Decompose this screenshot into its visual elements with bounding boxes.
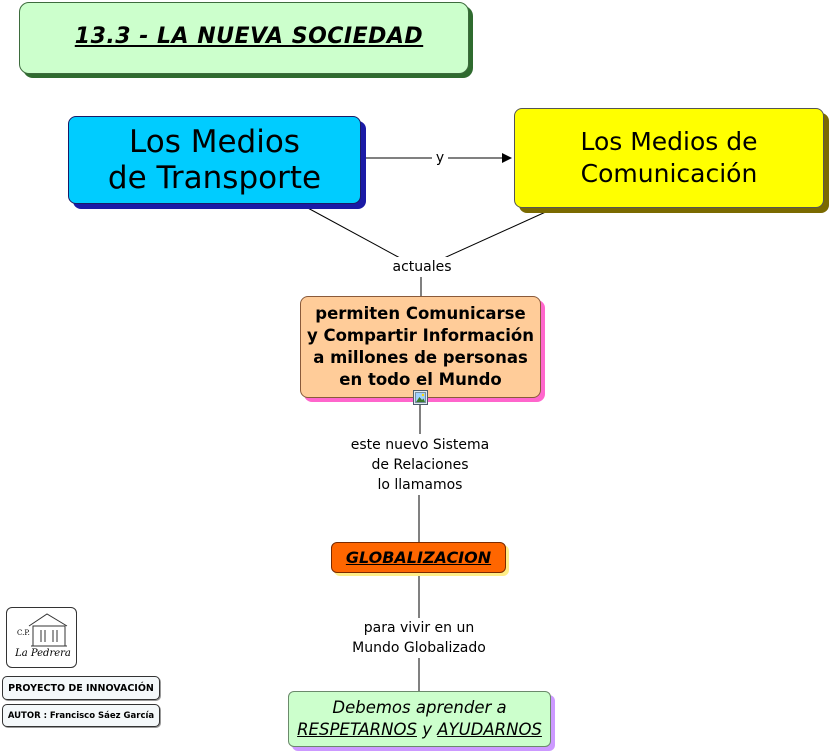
link-phrase-sistema-line2: de Relaciones — [371, 457, 469, 473]
link-phrase-vivir-line2: Mundo Globalizado — [352, 640, 486, 656]
concept-transporte-line2: de Transporte — [107, 160, 322, 196]
page-title: 13.3 - LA NUEVA SOCIEDAD — [74, 23, 424, 49]
school-building-icon — [28, 613, 68, 647]
concept-comunicacion[interactable]: Los Medios de Comunicación — [514, 108, 824, 208]
concept-permiten[interactable]: permiten Comunicarse y Compartir Informa… — [300, 296, 541, 398]
image-resource-icon[interactable] — [413, 390, 428, 405]
concept-comunicacion-line1: Los Medios de — [580, 127, 758, 156]
link-phrase-vivir-line1: para vivir en un — [363, 620, 475, 636]
link-phrase-sistema-line1: este nuevo Sistema — [350, 437, 490, 453]
concept-transporte-line1: Los Medios — [129, 124, 300, 160]
school-logo: C.P. La Pedrera — [6, 607, 77, 668]
link-phrase-actuales: actuales — [384, 257, 460, 277]
title-box: 13.3 - LA NUEVA SOCIEDAD — [19, 2, 469, 74]
link-phrase-vivir: para vivir en un Mundo Globalizado — [339, 618, 499, 658]
concept-globalizacion-label: GLOBALIZACION — [345, 548, 492, 567]
concept-permiten-line3: a millones de personas — [313, 348, 528, 367]
link-phrase-sistema: este nuevo Sistema de Relaciones lo llam… — [340, 435, 500, 495]
concept-debemos-line1: Debemos aprender a — [332, 698, 507, 717]
author-label: AUTOR : Francisco Sáez García — [7, 710, 155, 721]
project-label: PROYECTO DE INNOVACIÓN — [8, 682, 154, 694]
concept-globalizacion[interactable]: GLOBALIZACION — [331, 542, 506, 573]
link-line-transporte-actuales — [305, 206, 401, 259]
link-line-comunicacion-actuales — [443, 209, 551, 259]
concept-comunicacion-line2: Comunicación — [580, 159, 758, 188]
author-badge: AUTOR : Francisco Sáez García — [2, 704, 160, 727]
link-phrase-sistema-line3: lo llamamos — [377, 477, 463, 493]
link-phrase-y: y — [432, 148, 448, 168]
concept-debemos-joiner: y — [422, 720, 432, 739]
concept-transporte[interactable]: Los Medios de Transporte — [68, 116, 361, 204]
concept-permiten-line2: y Compartir Información — [306, 326, 535, 345]
concept-debemos[interactable]: Debemos aprender a RESPETARNOS y AYUDARN… — [288, 691, 551, 747]
project-badge: PROYECTO DE INNOVACIÓN — [2, 676, 160, 700]
concept-debemos-respetarnos: RESPETARNOS — [297, 720, 417, 739]
school-logo-top: C.P. — [17, 629, 30, 637]
concept-permiten-line4: en todo el Mundo — [339, 370, 502, 389]
school-logo-name: La Pedrera — [15, 648, 71, 659]
concept-permiten-line1: permiten Comunicarse — [315, 304, 526, 323]
concept-debemos-ayudarnos: AYUDARNOS — [437, 720, 542, 739]
